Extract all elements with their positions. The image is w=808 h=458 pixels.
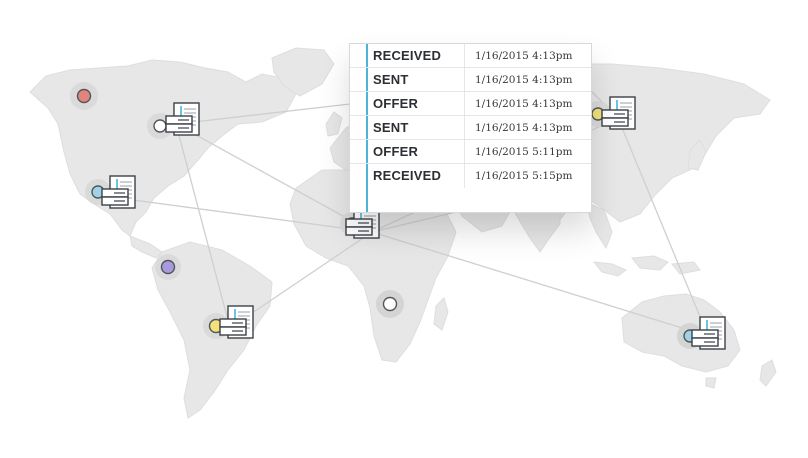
log-row[interactable]: OFFER 1/16/2015 5:11pm — [350, 140, 591, 164]
log-timestamp: 1/16/2015 5:15pm — [475, 170, 573, 182]
continent-southeast-asia — [585, 201, 613, 250]
continent-madagascar — [433, 297, 449, 331]
log-status: OFFER — [373, 144, 419, 159]
log-separator — [464, 164, 465, 188]
log-row[interactable]: OFFER 1/16/2015 4:13pm — [350, 92, 591, 116]
log-status: OFFER — [373, 96, 419, 111]
continent-japan — [687, 139, 707, 171]
log-row[interactable]: RECEIVED 1/16/2015 5:15pm — [350, 164, 591, 188]
log-status: RECEIVED — [373, 168, 442, 183]
continent-uk — [325, 111, 343, 137]
log-separator — [464, 68, 465, 92]
log-timestamp: 1/16/2015 4:13pm — [475, 50, 573, 62]
log-status: RECEIVED — [373, 48, 442, 63]
log-separator — [464, 140, 465, 164]
log-row[interactable]: RECEIVED 1/16/2015 4:13pm — [350, 44, 591, 68]
log-status: SENT — [373, 72, 409, 87]
continent-north-america — [29, 59, 297, 237]
log-row[interactable]: SENT 1/16/2015 4:13pm — [350, 68, 591, 92]
log-separator — [464, 92, 465, 116]
continent-tasmania — [705, 377, 717, 389]
node-south-america-north[interactable] — [155, 254, 181, 280]
node-south-africa[interactable] — [376, 290, 404, 318]
continent-new-zealand — [759, 359, 777, 387]
log-timestamp: 1/16/2015 4:13pm — [475, 122, 573, 134]
log-timestamp: 1/16/2015 4:13pm — [475, 74, 573, 86]
log-separator — [464, 44, 465, 68]
continent-greenland — [271, 47, 335, 97]
log-separator — [464, 116, 465, 140]
log-status: SENT — [373, 120, 409, 135]
log-timestamp: 1/16/2015 5:11pm — [475, 146, 573, 158]
log-row[interactable]: SENT 1/16/2015 4:13pm — [350, 116, 591, 140]
message-log-panel: RECEIVED 1/16/2015 4:13pm SENT 1/16/2015… — [349, 43, 592, 213]
continent-central-america — [129, 235, 163, 259]
log-timestamp: 1/16/2015 4:13pm — [475, 98, 573, 110]
log-accent-bar — [366, 44, 368, 212]
node-alaska[interactable] — [70, 82, 98, 110]
continent-indonesia — [592, 255, 701, 277]
